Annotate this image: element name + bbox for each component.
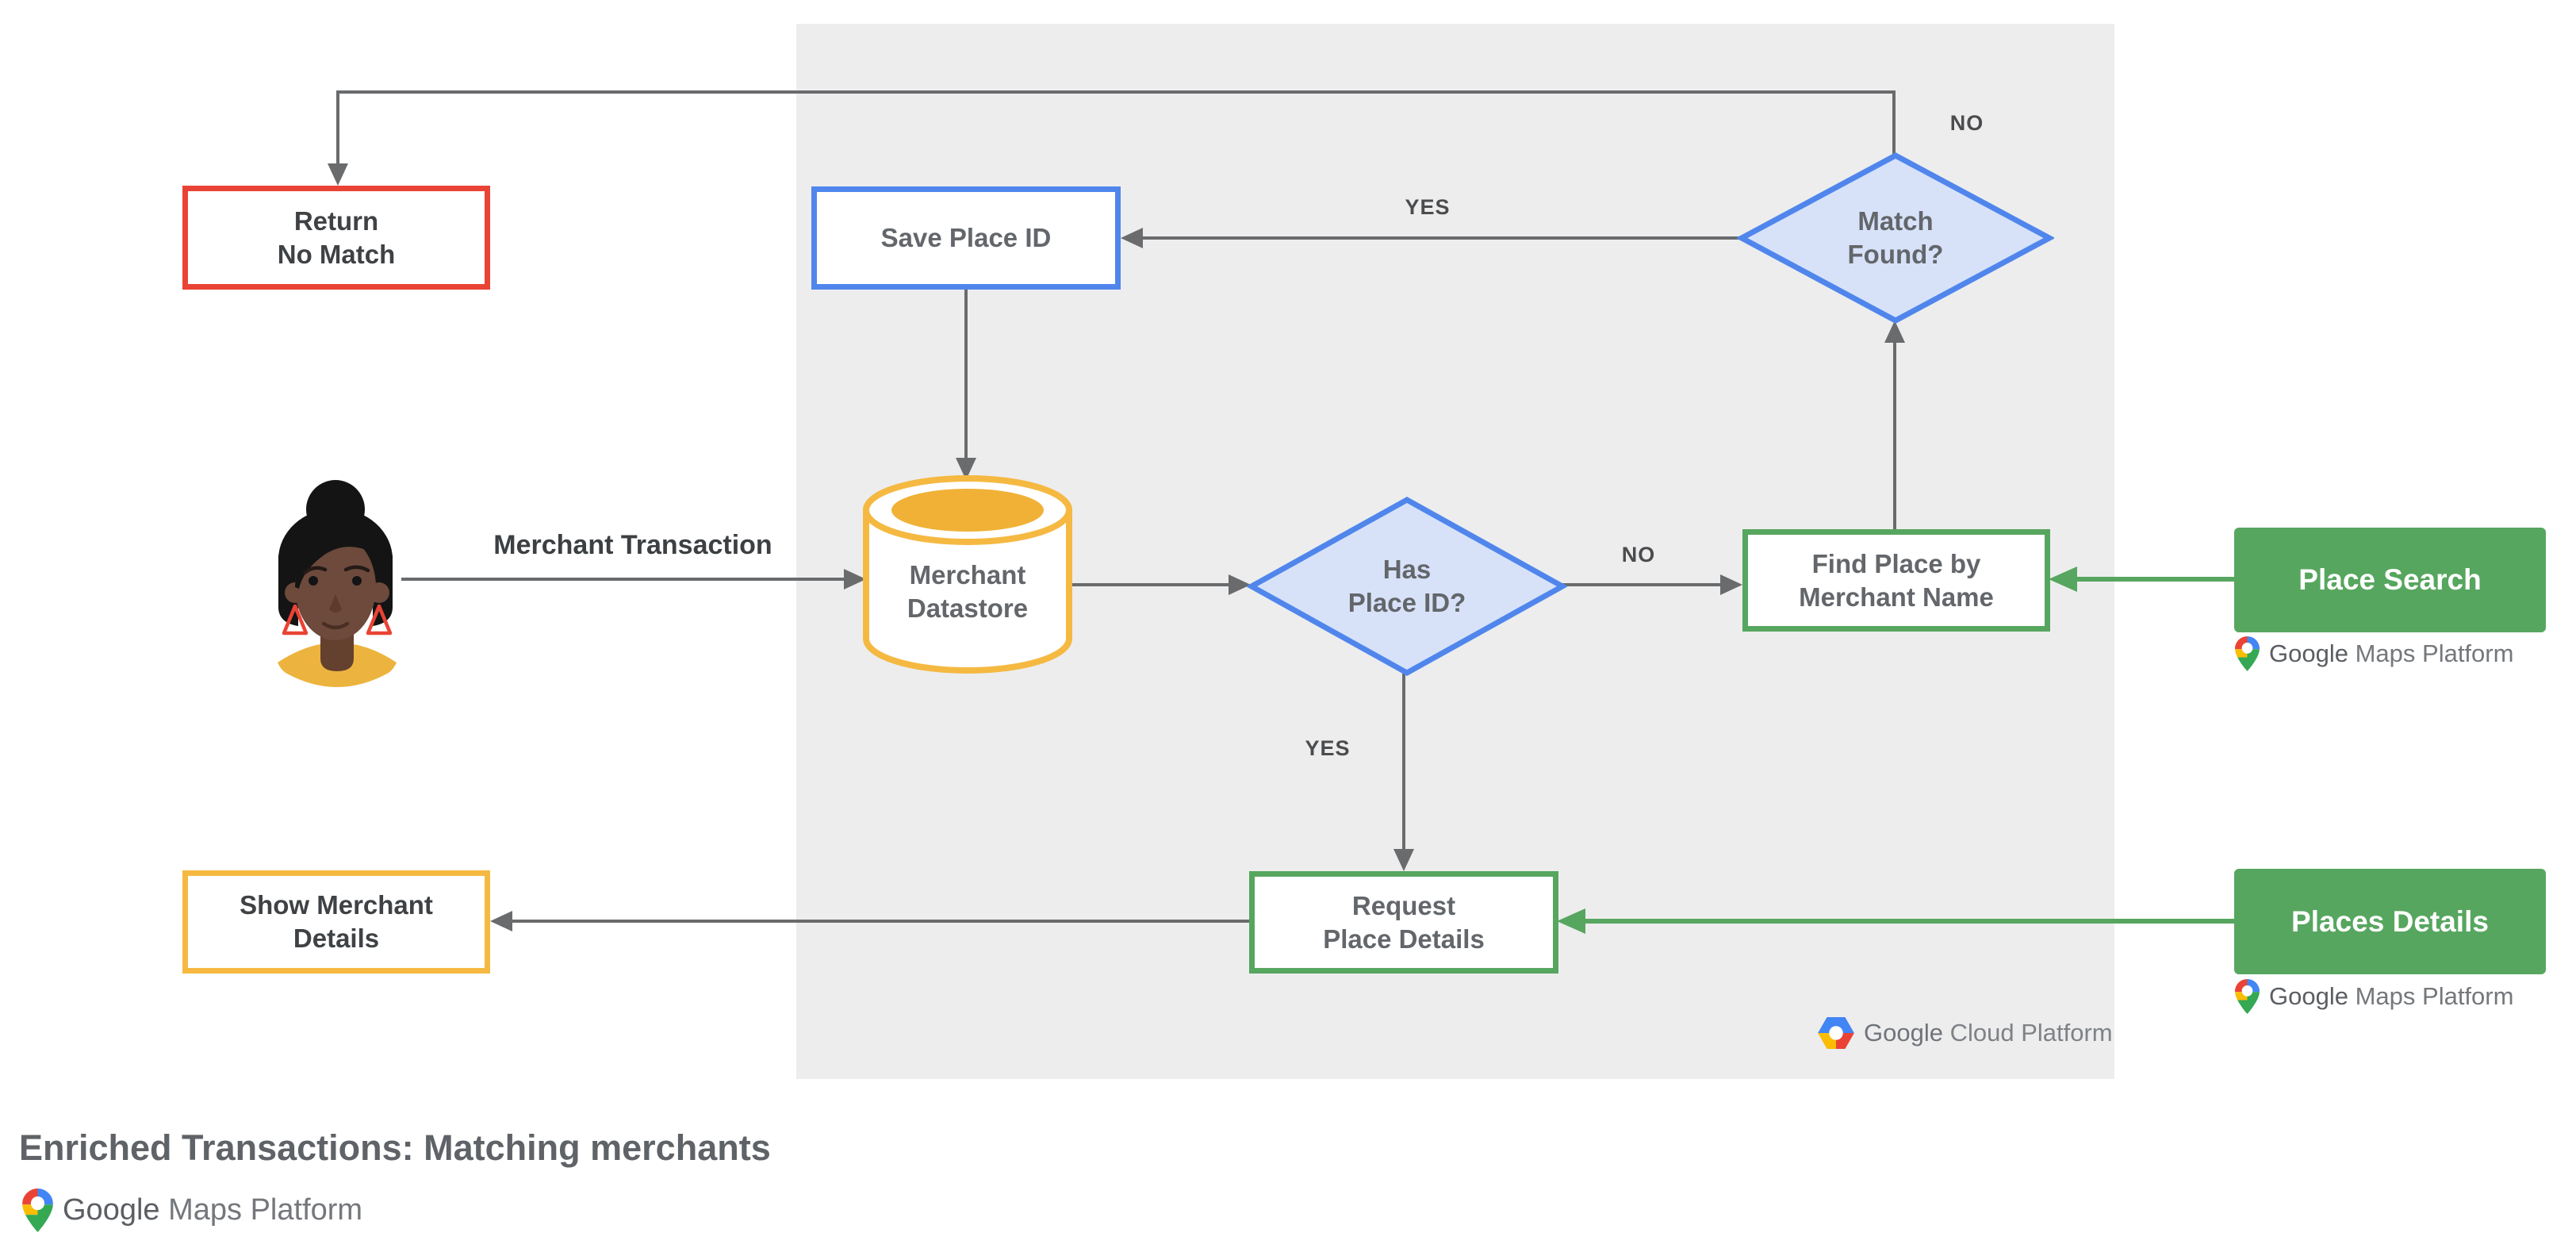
- google-cloud-platform-logo: Google Cloud Platform: [1818, 1017, 2113, 1049]
- node-request-place-details-line1: Request: [1351, 890, 1456, 920]
- node-place-search-label: Place Search: [2298, 563, 2482, 596]
- node-return-no-match-line2: No Match: [277, 239, 396, 269]
- diamond-shape: [1247, 496, 1567, 677]
- node-show-merchant-details: Show Merchant Details: [182, 870, 490, 974]
- edge-no-return-vertical-right: [1892, 90, 1896, 157]
- diagram-title: Enriched Transactions: Matching merchant…: [19, 1127, 771, 1168]
- edge-save-datastore-line: [964, 290, 968, 458]
- edge-datastore-diamond-line: [1071, 583, 1230, 586]
- node-show-merchant-details-line1: Show Merchant: [240, 890, 433, 920]
- edge-no-findplace-arrowhead: [1720, 574, 1742, 595]
- merchant-user-avatar: [274, 460, 400, 692]
- node-has-place-id: Has Place ID?: [1247, 495, 1567, 678]
- edge-findplace-matchfound-arrowhead: [1884, 321, 1905, 343]
- edge-placesdetails-request-arrowhead: [1557, 908, 1585, 934]
- node-show-merchant-details-line2: Details: [293, 924, 380, 953]
- edge-yes-request-line: [1402, 672, 1405, 849]
- edge-findplace-matchfound-line: [1893, 342, 1896, 529]
- person-icon: [278, 480, 397, 687]
- node-match-found: Match Found?: [1737, 151, 2054, 325]
- logo-google-word: Google: [1864, 1019, 1943, 1047]
- node-place-search: Place Search: [2234, 528, 2546, 632]
- edge-label-merchant-transaction: Merchant Transaction: [493, 530, 772, 560]
- node-match-found-line2: Found?: [1847, 240, 1944, 269]
- edge-no-return-vertical-left: [336, 90, 339, 165]
- node-find-place-line2: Merchant Name: [1799, 582, 1994, 612]
- edge-yes-save-arrowhead: [1121, 228, 1143, 248]
- edge-datastore-diamond-arrowhead: [1229, 574, 1251, 595]
- logo-product-word: Maps Platform: [2355, 639, 2514, 667]
- node-save-place-id-label: Save Place ID: [880, 223, 1052, 252]
- edge-placesdetails-request-line: [1580, 919, 2234, 924]
- maps-pin-icon: [22, 1189, 53, 1232]
- node-find-place-by-merchant-name: Find Place by Merchant Name: [1742, 529, 2050, 632]
- logo-google-word: Google: [2269, 639, 2348, 667]
- edge-no-return-horizontal: [336, 90, 1896, 94]
- node-request-place-details: Request Place Details: [1249, 871, 1558, 974]
- edge-request-show-line: [511, 920, 1249, 923]
- maps-pin-icon: [2235, 979, 2260, 1014]
- node-merchant-datastore-line2: Datastore: [907, 593, 1029, 623]
- edge-no-return-arrowhead: [328, 163, 348, 186]
- node-has-place-id-line2: Place ID?: [1347, 588, 1466, 617]
- logo-product-word: Maps Platform: [2355, 982, 2514, 1010]
- edge-label-match-found-yes: YES: [1405, 195, 1451, 219]
- node-return-no-match-line1: Return: [293, 205, 379, 236]
- node-places-details-label: Places Details: [2291, 904, 2489, 938]
- edge-transaction-line: [401, 578, 845, 581]
- node-save-place-id: Save Place ID: [811, 186, 1121, 290]
- node-has-place-id-line1: Has: [1382, 555, 1432, 584]
- node-match-found-line1: Match: [1857, 206, 1934, 236]
- edge-label-has-place-id-yes: YES: [1305, 736, 1351, 760]
- diamond-shape: [1737, 152, 2054, 324]
- google-maps-platform-logo-places-details: Google Maps Platform: [2235, 979, 2513, 1014]
- edge-yes-save-line: [1141, 236, 1741, 240]
- maps-pin-icon: [2235, 636, 2260, 671]
- logo-google-word: Google: [63, 1193, 160, 1227]
- gcp-hexagon-icon: [1818, 1017, 1854, 1049]
- google-maps-platform-logo-place-search: Google Maps Platform: [2235, 636, 2513, 671]
- logo-product-word: Maps Platform: [168, 1193, 363, 1227]
- edge-placesearch-findplace-arrowhead: [2049, 566, 2077, 592]
- edge-label-has-place-id-no: NO: [1621, 543, 1656, 566]
- edge-no-findplace-line: [1560, 583, 1722, 586]
- edge-yes-request-arrowhead: [1393, 849, 1414, 871]
- edge-transaction-arrowhead: [844, 569, 866, 590]
- edge-placesearch-findplace-line: [2072, 577, 2234, 582]
- cylinder-shape: [863, 475, 1072, 674]
- node-find-place-line1: Find Place by: [1811, 548, 1981, 578]
- logo-google-word: Google: [2269, 982, 2348, 1010]
- logo-product-word: Cloud Platform: [1949, 1019, 2113, 1047]
- google-maps-platform-logo-footer: Google Maps Platform: [22, 1189, 362, 1232]
- node-request-place-details-line2: Place Details: [1323, 924, 1485, 954]
- node-merchant-datastore-line1: Merchant: [909, 560, 1026, 590]
- edge-label-match-found-no: NO: [1949, 111, 1984, 135]
- edge-request-show-arrowhead: [490, 911, 512, 931]
- node-merchant-datastore: Merchant Datastore: [862, 474, 1073, 674]
- node-places-details: Places Details: [2234, 869, 2546, 974]
- node-return-no-match: Return No Match: [182, 186, 490, 290]
